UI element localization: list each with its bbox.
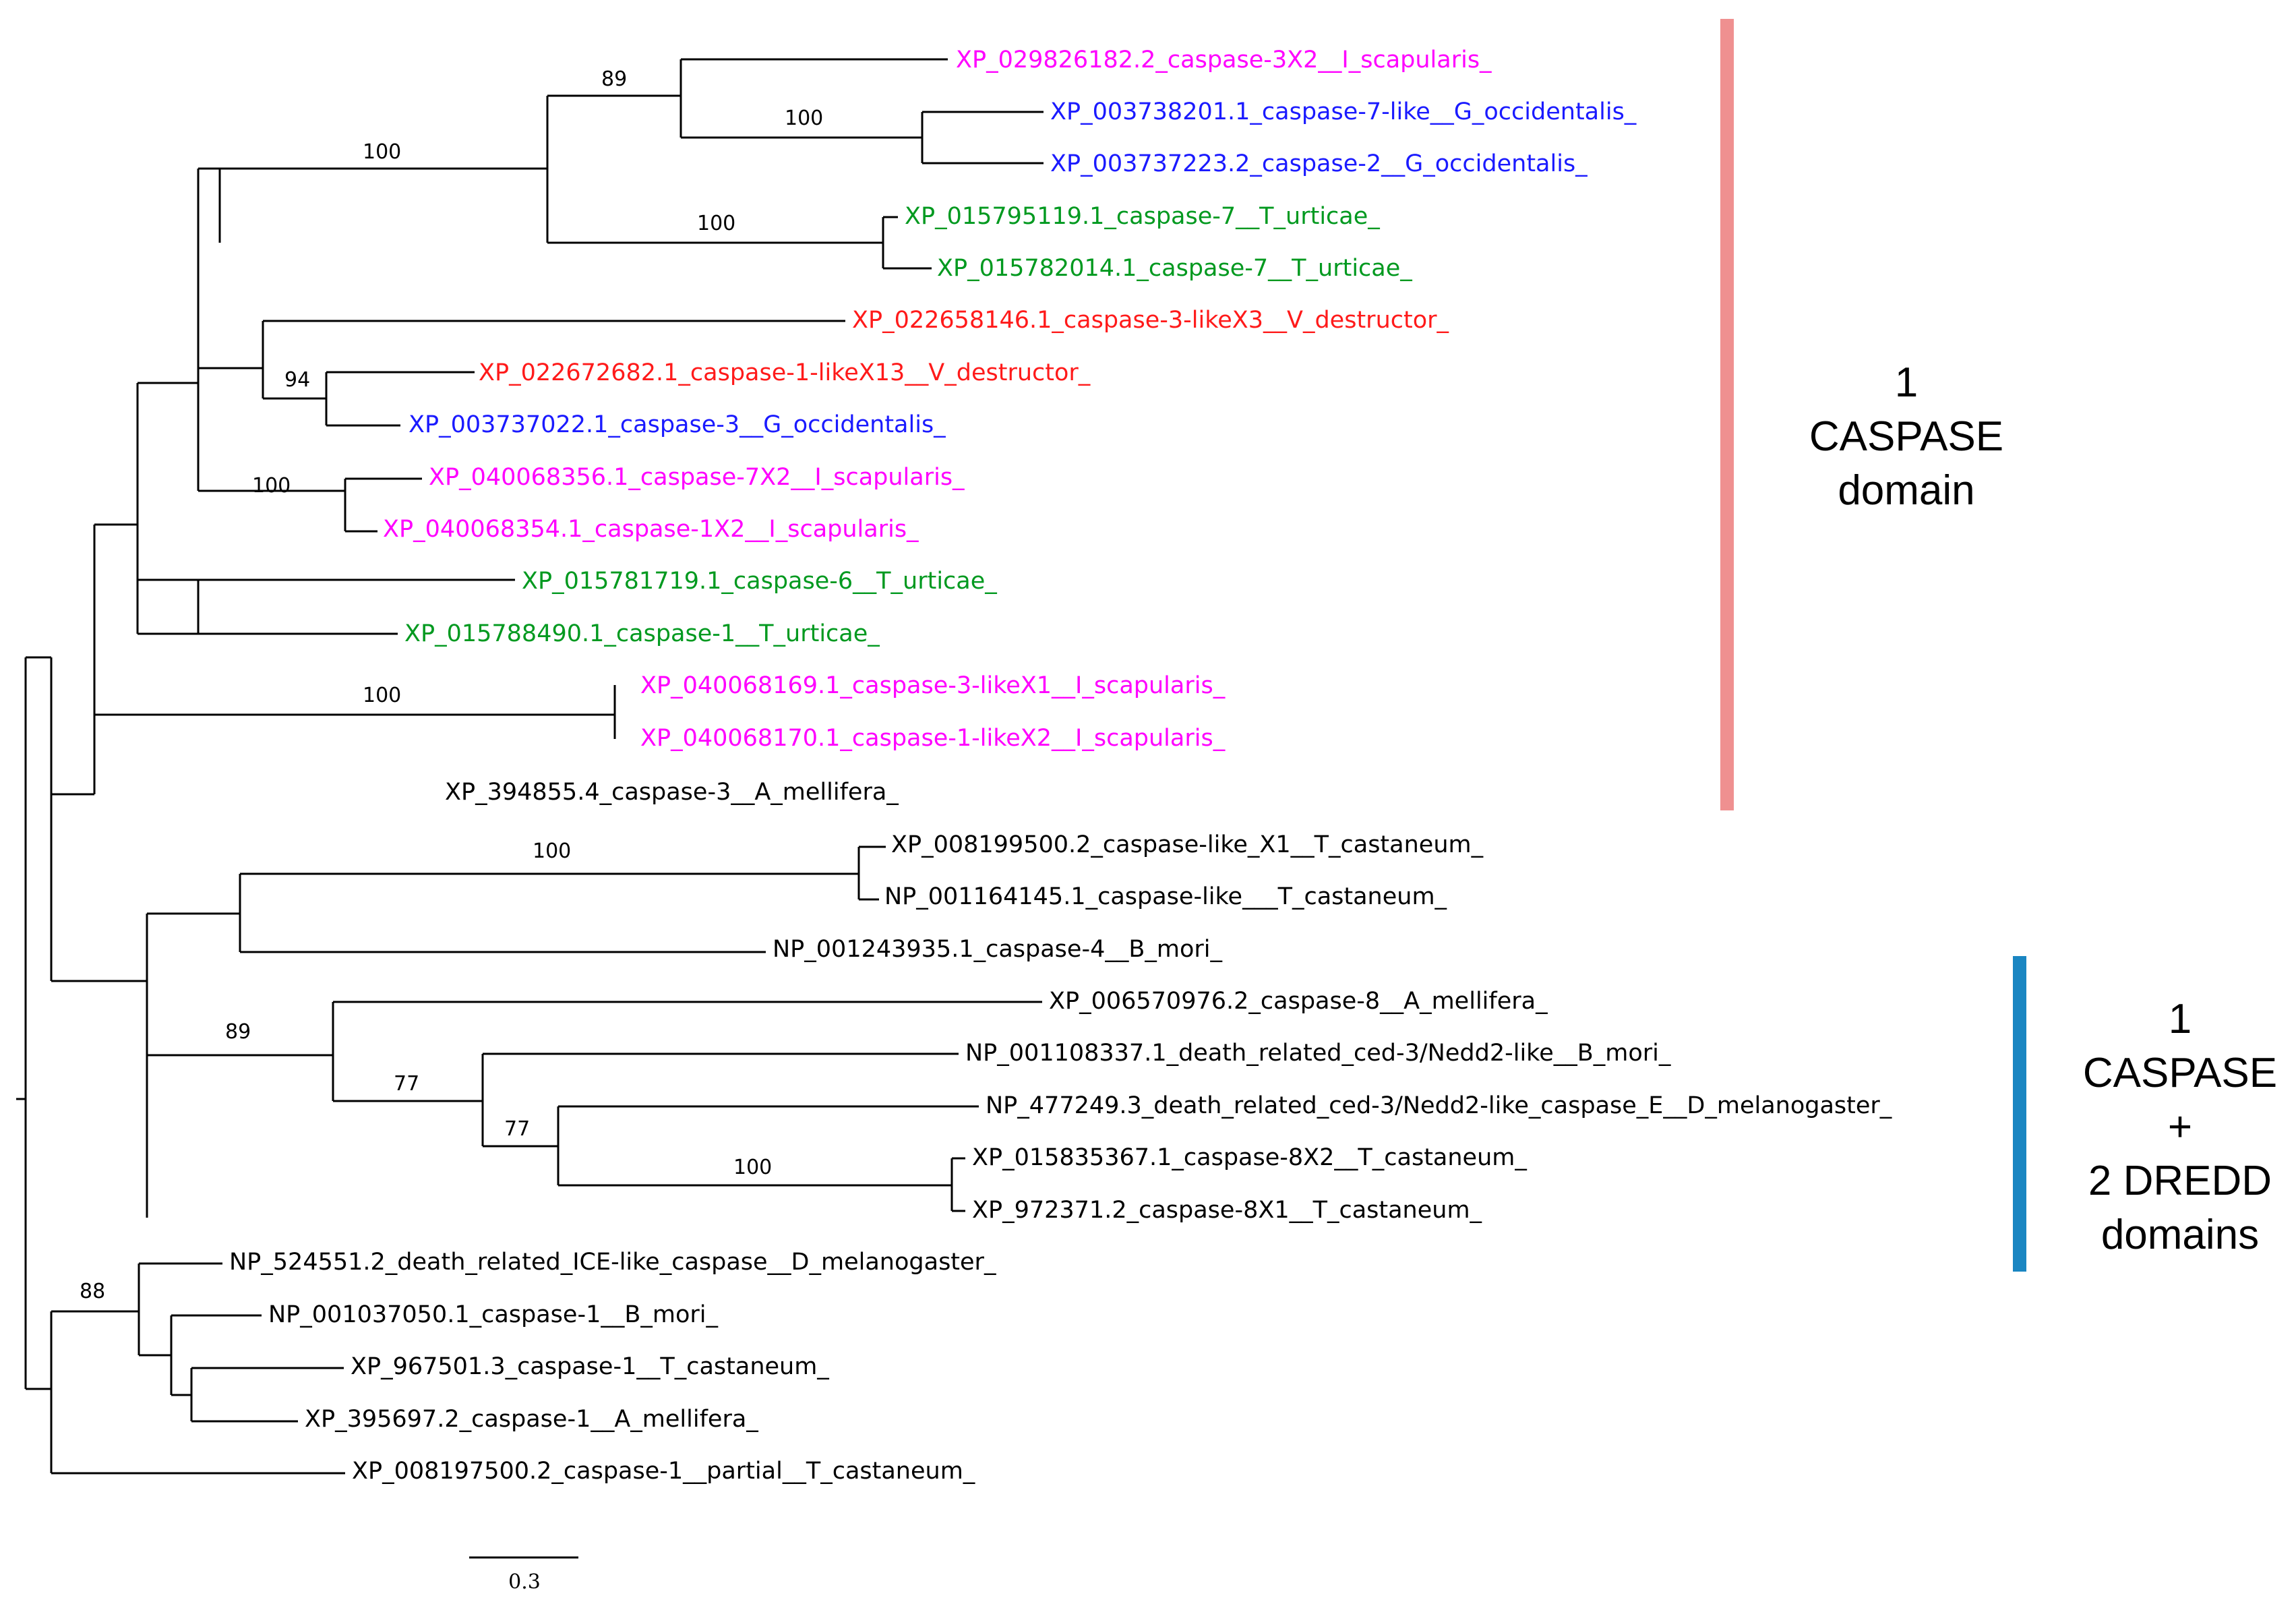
bootstrap-value: 94 [284,368,310,392]
leaf-label: NP_477249.3_death_related_ced-3/Nedd2-li… [986,1092,1892,1119]
scale-bar: 0.3 [469,1556,578,1594]
leaf-label: XP_008199500.2_caspase-like_X1__T_castan… [891,831,1484,858]
leaf-label: XP_040068354.1_caspase-1X2__I_scapularis… [383,516,919,543]
bootstrap-value: 100 [363,140,401,164]
annotation-line: domain [1838,467,1974,514]
leaf-label: XP_003738201.1_caspase-7-like__G_occiden… [1050,98,1637,125]
leaf-label: XP_972371.2_caspase-8X1__T_castaneum_ [972,1197,1482,1224]
leaf-label: XP_395697.2_caspase-1__A_mellifera_ [305,1406,758,1433]
leaf-label: XP_967501.3_caspase-1__T_castaneum_ [351,1353,829,1380]
leaf-label: XP_015782014.1_caspase-7__T_urticae_ [937,255,1412,282]
leaf-label: XP_022672682.1_caspase-1-likeX13__V_dest… [479,359,1091,386]
leaf-label: XP_003737223.2_caspase-2__G_occidentalis… [1050,150,1588,177]
scale-bar-label: 0.3 [508,1570,541,1594]
bootstrap-values: 89 100 100 100 94 100 100 100 89 77 77 1… [80,67,823,1303]
annotation-line: CASPASE [2083,1050,2277,1096]
leaf-label: NP_001037050.1_caspase-1__B_mori_ [268,1301,718,1328]
bootstrap-value: 77 [504,1117,530,1141]
leaf-label: XP_015781719.1_caspase-6__T_urticae_ [522,568,997,595]
annotation-line: 2 DREDD [2088,1158,2272,1204]
dredd-domain-bar [2013,956,2026,1272]
dredd-domain-annotation: 1 CASPASE + 2 DREDD domains [2013,956,2277,1272]
leaf-label: XP_040068356.1_caspase-7X2__I_scapularis… [429,464,965,491]
annotation-line: CASPASE [1809,413,2003,460]
leaf-label: XP_040068170.1_caspase-1-likeX2__I_scapu… [640,725,1226,752]
leaf-label: XP_015788490.1_caspase-1__T_urticae_ [404,620,880,647]
leaf-label: XP_022658146.1_caspase-3-likeX3__V_destr… [852,307,1449,334]
annotation-line: domains [2101,1212,2259,1258]
tree-branches [16,58,1044,1475]
leaf-label: NP_001243935.1_caspase-4__B_mori_ [773,936,1222,963]
bootstrap-value: 100 [733,1156,772,1179]
leaf-label: NP_001108337.1_death_related_ced-3/Nedd2… [965,1040,1671,1067]
bootstrap-value: 100 [697,212,735,235]
bootstrap-value: 100 [533,839,571,863]
bootstrap-value: 100 [363,684,401,707]
bootstrap-value: 77 [394,1072,419,1096]
leaf-label: XP_040068169.1_caspase-3-likeX1__I_scapu… [640,672,1226,699]
caspase-domain-annotation: 1 CASPASE domain [1720,19,2003,810]
annotation-line: 1 [2169,996,2192,1042]
bootstrap-value: 88 [80,1280,105,1303]
bootstrap-value: 89 [601,67,627,91]
leaf-label: NP_001164145.1_caspase-like___T_castaneu… [884,883,1447,910]
leaf-label: XP_394855.4_caspase-3__A_mellifera_ [445,779,899,806]
bootstrap-value: 100 [252,474,291,498]
annotation-line: + [2168,1104,2192,1150]
caspase-domain-bar [1720,19,1734,810]
bootstrap-value: 100 [785,107,823,130]
leaf-labels: XP_029826182.2_caspase-3X2__I_scapularis… [229,47,1892,1485]
leaf-label: XP_006570976.2_caspase-8__A_mellifera_ [1049,988,1548,1015]
leaf-label: NP_524551.2_death_related_ICE-like_caspa… [229,1249,996,1276]
leaf-label: XP_003737022.1_caspase-3__G_occidentalis… [409,411,946,438]
annotation-line: 1 [1895,359,1918,406]
leaf-label: XP_008197500.2_caspase-1__partial__T_cas… [352,1458,975,1485]
bootstrap-value: 89 [225,1020,251,1044]
leaf-label: XP_015835367.1_caspase-8X2__T_castaneum_ [972,1144,1527,1171]
leaf-label: XP_015795119.1_caspase-7__T_urticae_ [905,203,1380,230]
leaf-label: XP_029826182.2_caspase-3X2__I_scapularis… [956,47,1492,73]
